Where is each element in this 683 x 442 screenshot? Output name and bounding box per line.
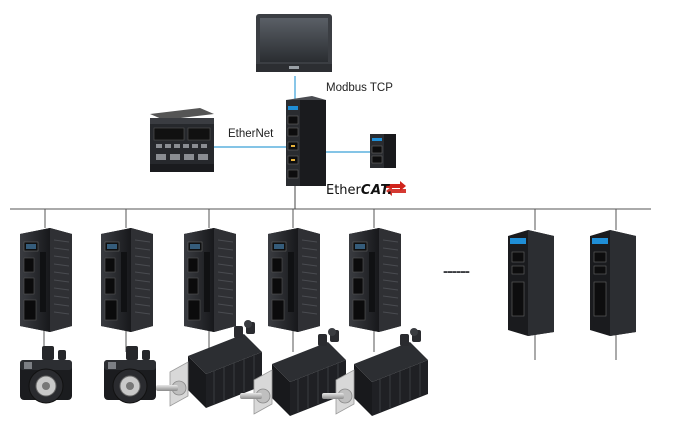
- network-links: [214, 76, 370, 209]
- ethernet-label: EtherNet: [228, 128, 274, 140]
- industrial-pc-icon: [150, 108, 214, 172]
- servo-drive-icon: [19, 227, 402, 333]
- motion-controller-icon: [286, 96, 326, 186]
- linear-drive-icon: [508, 230, 636, 336]
- servo-motor-icon: [19, 319, 429, 417]
- ethercat-arrows-icon: [386, 181, 406, 196]
- ethercat-logo-suffix: CAT.: [360, 183, 393, 198]
- touch-panel-icon: [256, 14, 332, 72]
- modbus-tcp-label: Modbus TCP: [326, 82, 393, 94]
- io-module-icon: [370, 134, 396, 168]
- more-devices-ellipsis: ------: [443, 263, 470, 280]
- ethercat-logo-prefix: Ether: [326, 183, 361, 198]
- ethercat-logo: EtherCAT.: [326, 183, 393, 198]
